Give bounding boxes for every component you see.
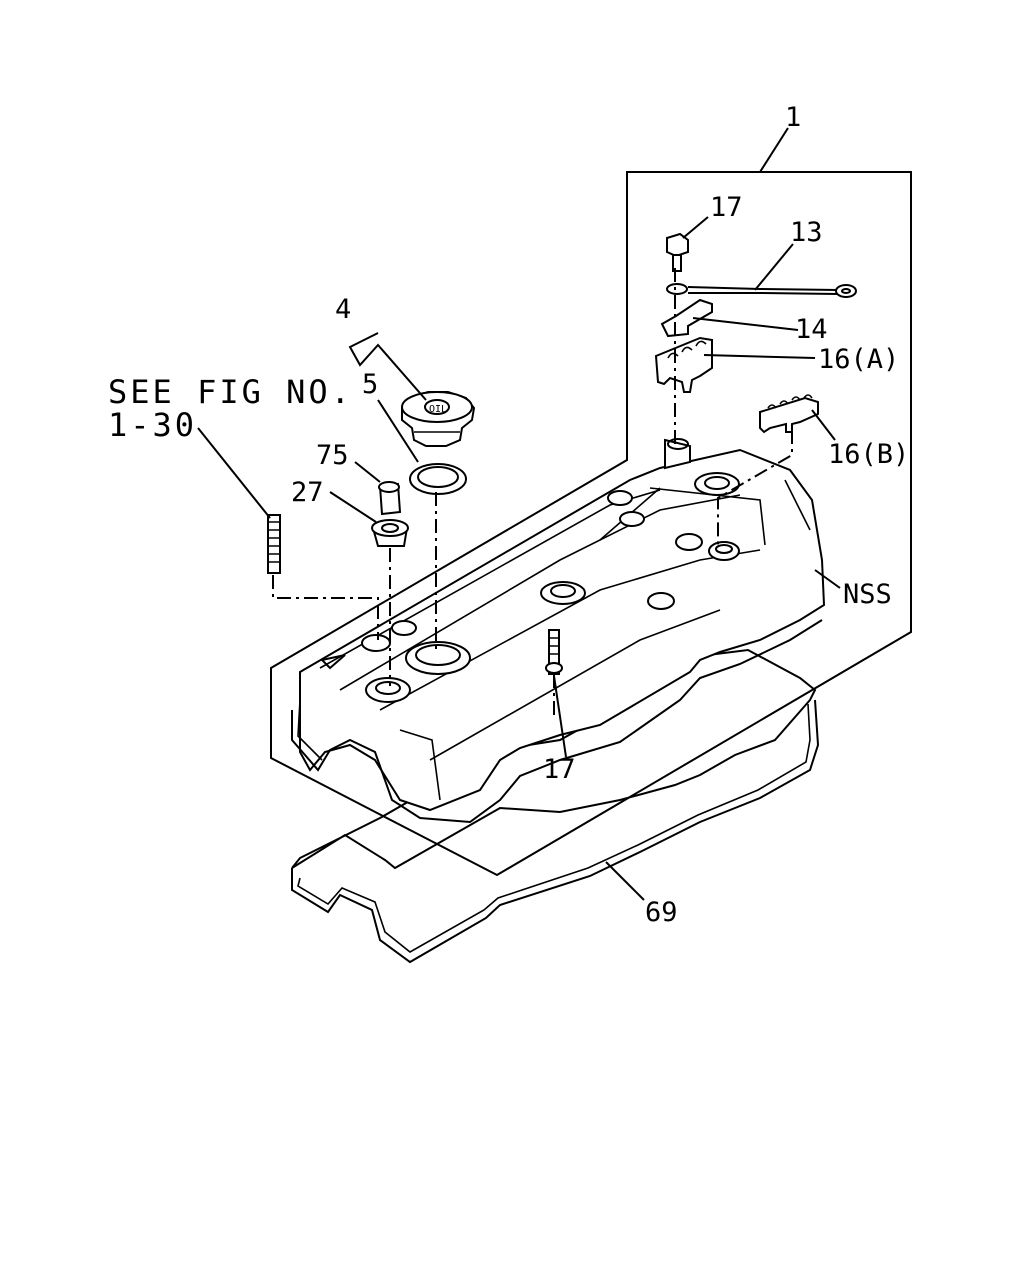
center-lines	[272, 268, 793, 720]
callout-labels: 1 17 13 14 16(A) 16(B) 4 5 75 27 NSS 17 …	[291, 102, 909, 928]
ground-cable	[666, 283, 857, 298]
valve-cover	[291, 438, 826, 824]
callout-17-bottom: 17	[543, 754, 576, 785]
callout-14: 14	[795, 314, 828, 345]
stud-bolt	[267, 514, 281, 574]
bolt-top	[666, 232, 689, 272]
reference-line-1: SEE FIG NO.	[108, 373, 353, 411]
oil-cap-mark: OIL	[429, 404, 447, 415]
callout-27: 27	[291, 477, 324, 508]
callout-16b: 16(B)	[828, 439, 909, 470]
clip-16b	[759, 394, 819, 434]
callout-17-top: 17	[710, 192, 743, 223]
callout-4: 4	[335, 294, 351, 325]
callout-13: 13	[790, 217, 823, 248]
callout-1: 1	[785, 102, 801, 133]
cable-bracket	[660, 298, 713, 338]
washer	[371, 519, 409, 547]
callout-nss: NSS	[843, 579, 892, 610]
leader-lines	[197, 216, 841, 758]
clip-16a	[654, 336, 713, 393]
cap-nut	[378, 481, 402, 516]
callout-75: 75	[316, 440, 349, 471]
o-ring	[409, 463, 467, 495]
callout-5: 5	[362, 369, 378, 400]
callout-16a: 16(A)	[818, 344, 899, 375]
oil-filler-cap: OIL	[401, 391, 476, 447]
callout-69: 69	[645, 897, 678, 928]
reference-note: SEE FIG NO. 1-30	[108, 373, 353, 444]
bolt-center	[545, 629, 563, 675]
gasket	[291, 648, 820, 964]
reference-line-2: 1-30	[108, 406, 197, 444]
